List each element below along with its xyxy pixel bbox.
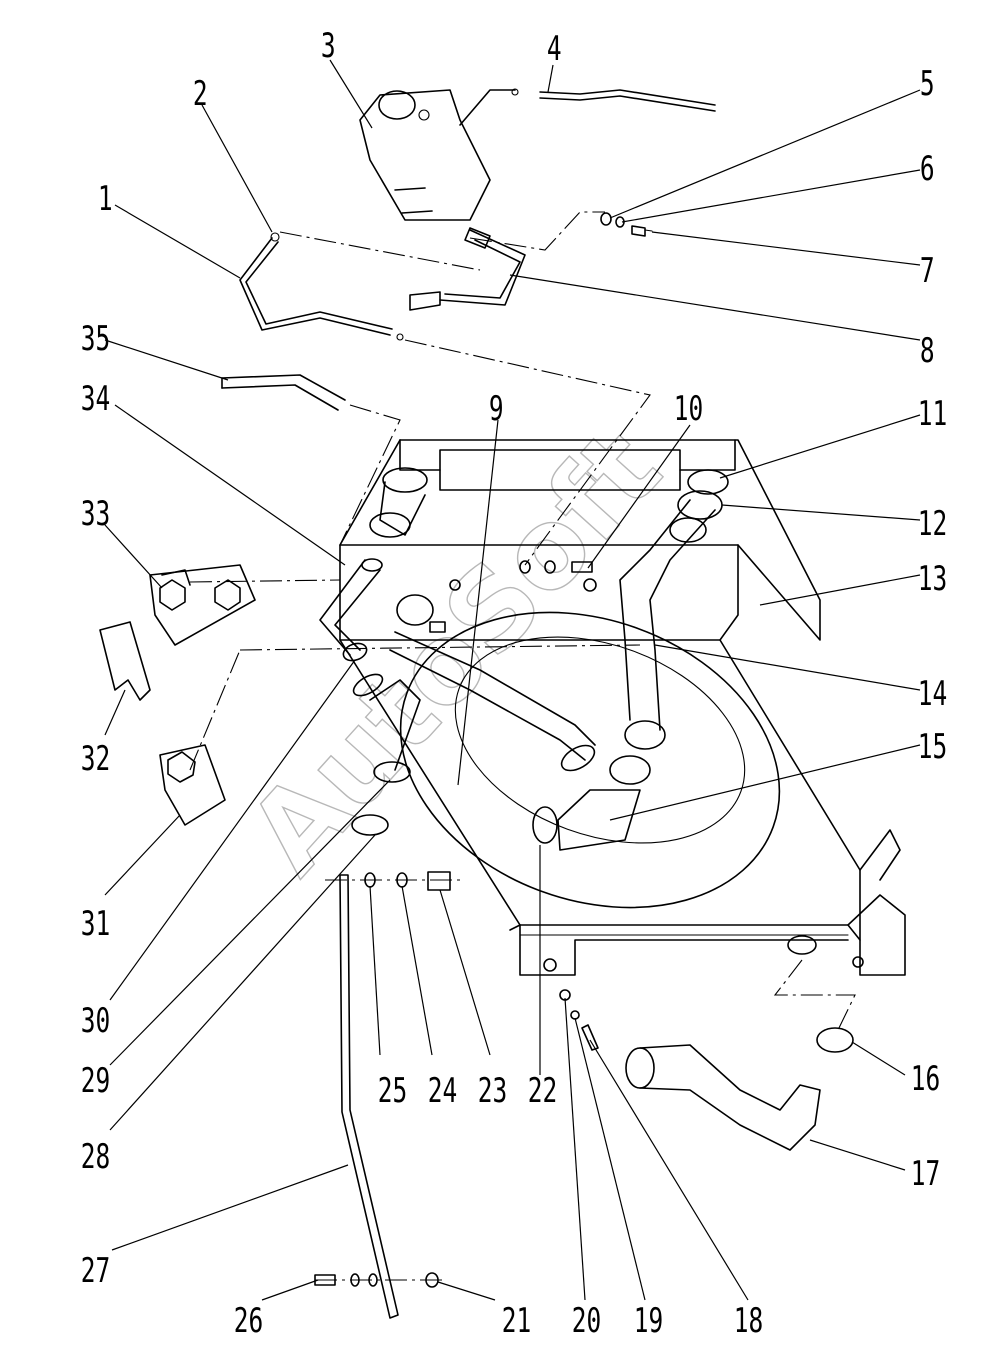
callout-31: 31 [81,904,110,943]
callout-28: 28 [81,1137,110,1176]
support-strap [339,874,399,1319]
lower-left-hose [351,673,421,836]
callout-18: 18 [734,1301,763,1340]
callout-34: 34 [81,379,110,418]
vent-pipe [239,232,404,341]
callout-19: 19 [634,1301,663,1340]
right-hoses [532,499,716,851]
callout-2: 2 [193,74,208,113]
leader-lines [104,59,921,1301]
callout-12: 12 [918,504,947,543]
callout-3: 3 [321,26,336,65]
bottom-fasteners [543,956,864,1051]
callout-10: 10 [674,389,703,428]
tank-bracket [409,227,526,311]
overflow-hose [459,88,716,126]
callout-16: 16 [911,1059,940,1098]
callout-27: 27 [81,1251,110,1290]
callout-6: 6 [920,149,935,188]
callout-32: 32 [81,739,110,778]
tank-fasteners [600,212,653,237]
bolt-set-10 [429,560,597,633]
radiator-body [339,439,906,976]
callout-35: 35 [81,319,110,358]
callout-5: 5 [920,64,935,103]
callout-21: 21 [502,1301,531,1340]
callout-30: 30 [81,1001,110,1040]
callout-1: 1 [98,179,113,218]
callout-26: 26 [234,1301,263,1340]
bottom-hose [625,935,854,1151]
callout-13: 13 [918,559,947,598]
callout-4: 4 [547,29,562,68]
callout-9: 9 [489,389,504,428]
bracket-fasteners [364,871,451,891]
top-connectors [369,467,729,543]
callout-14: 14 [918,674,947,713]
callout-15: 15 [918,727,947,766]
side-brackets [99,564,256,826]
left-hose [319,558,383,662]
callout-23: 23 [478,1071,507,1110]
callout-29: 29 [81,1061,110,1100]
callout-7: 7 [920,251,935,290]
callout-24: 24 [428,1071,457,1110]
callout-11: 11 [918,394,947,433]
center-lines [189,211,856,1281]
watermark-text: AutoSoft [224,405,685,897]
expansion-tank [359,89,491,221]
callout-17: 17 [911,1154,940,1193]
callout-8: 8 [920,331,935,370]
callout-22: 22 [528,1071,557,1110]
callout-labels: 1 2 3 4 5 6 7 8 9 10 11 12 13 14 15 16 1… [81,26,947,1340]
callout-20: 20 [572,1301,601,1340]
upper-small-hose [221,374,346,411]
callout-33: 33 [81,494,110,533]
middle-hose [389,594,596,772]
callout-25: 25 [378,1071,407,1110]
tank-oval [399,611,781,909]
